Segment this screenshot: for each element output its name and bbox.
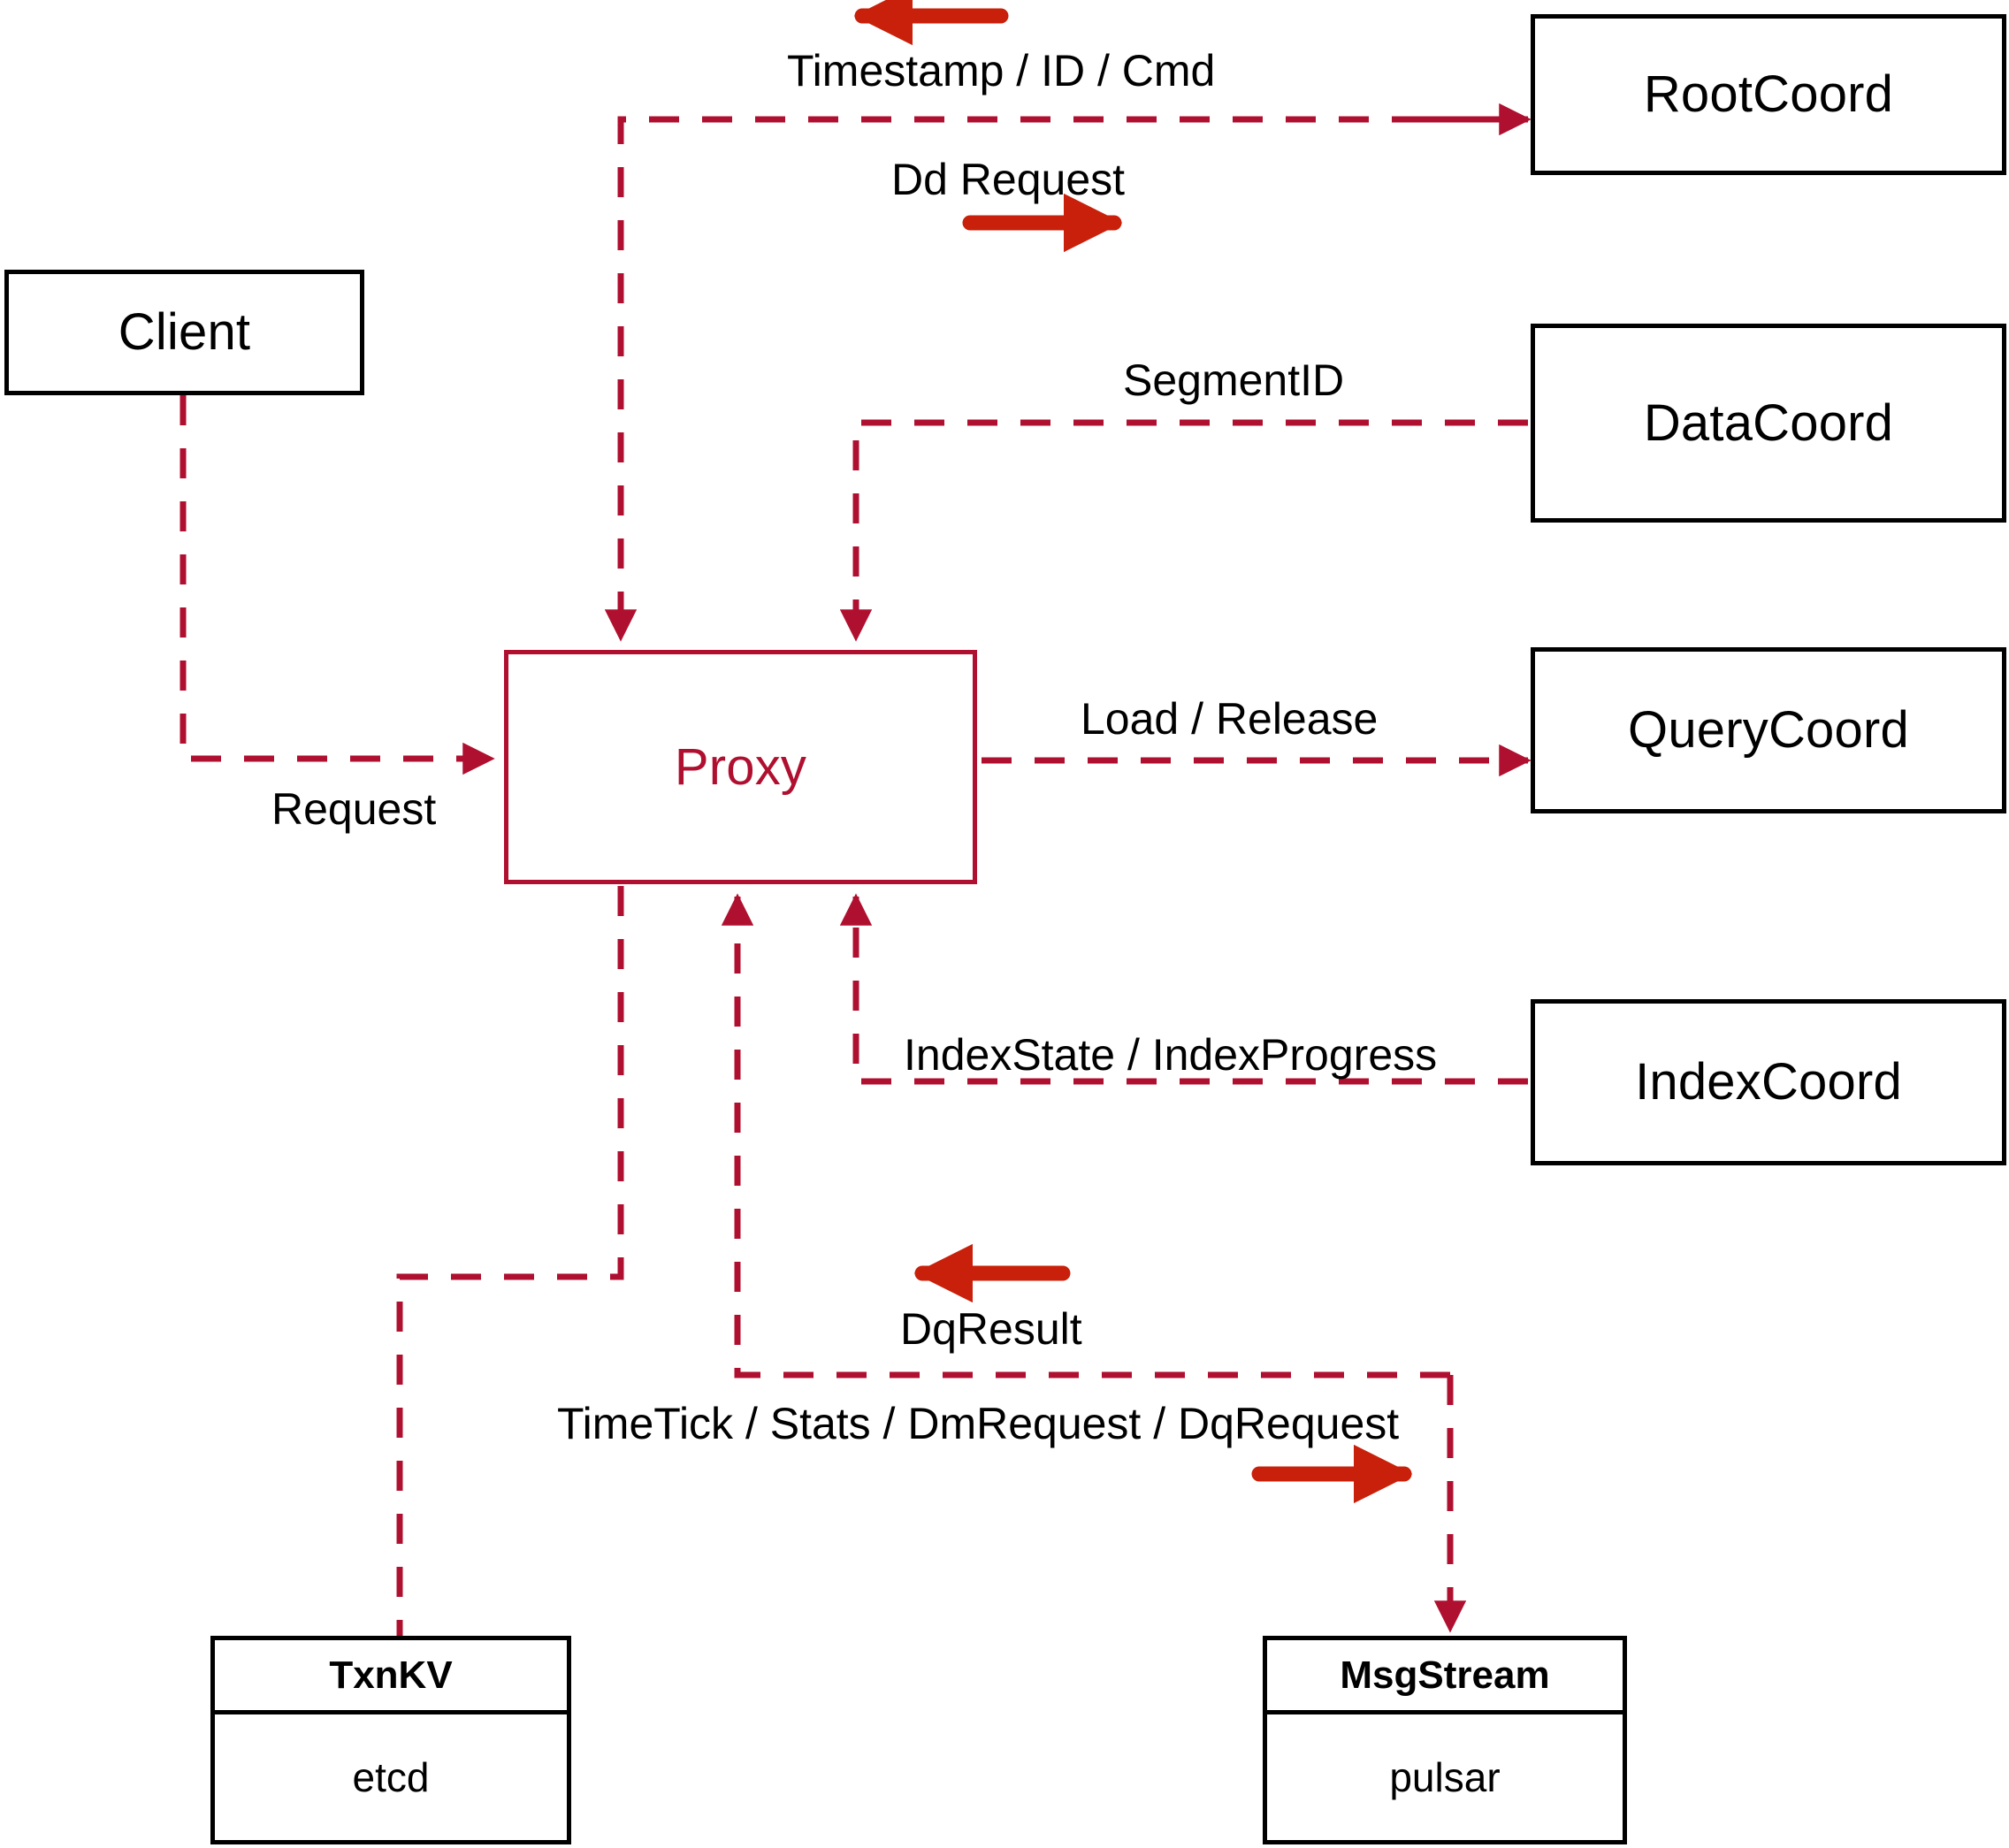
store-msgstream[interactable]: MsgStream pulsar	[1263, 1636, 1627, 1844]
edge-label-dd-request: Dd Request	[891, 155, 1126, 204]
edge-label-timetick-stats-dm-dq: TimeTick / Stats / DmRequest / DqRequest	[557, 1399, 1400, 1448]
node-proxy-label: Proxy	[674, 737, 807, 796]
store-msgstream-title: MsgStream	[1267, 1640, 1623, 1714]
wire-datacoord-to-proxy	[839, 419, 1528, 642]
edge-label-timestamp-id-cmd: Timestamp / ID / Cmd	[787, 46, 1216, 95]
edge-label-request: Request	[271, 784, 437, 834]
edge-label-index-state-progress: IndexState / IndexProgress	[904, 1030, 1438, 1080]
node-datacoord[interactable]: DataCoord	[1531, 324, 2006, 523]
node-indexcoord[interactable]: IndexCoord	[1531, 999, 2006, 1165]
wire-msgstream-to-proxy	[721, 893, 1450, 1378]
node-querycoord[interactable]: QueryCoord	[1531, 647, 2006, 813]
edge-label-dq-result: DqResult	[900, 1304, 1082, 1354]
edge-label-load-release: Load / Release	[1081, 694, 1379, 744]
node-client-label: Client	[118, 303, 251, 361]
node-indexcoord-label: IndexCoord	[1635, 1053, 1902, 1111]
store-txnkv-title: TxnKV	[215, 1640, 567, 1714]
node-datacoord-label: DataCoord	[1643, 393, 1894, 452]
node-rootcoord[interactable]: RootCoord	[1531, 14, 2006, 175]
store-msgstream-body: pulsar	[1389, 1754, 1501, 1800]
node-querycoord-label: QueryCoord	[1628, 701, 1909, 759]
node-rootcoord-label: RootCoord	[1643, 65, 1894, 123]
wire-proxy-to-txnkv	[396, 886, 624, 1636]
wire-client-to-proxy	[180, 395, 495, 775]
edge-label-segment-id: SegmentID	[1123, 355, 1345, 405]
store-txnkv[interactable]: TxnKV etcd	[210, 1636, 571, 1844]
node-proxy[interactable]: Proxy	[504, 650, 977, 884]
store-txnkv-body: etcd	[352, 1754, 430, 1800]
node-client[interactable]: Client	[4, 270, 364, 395]
